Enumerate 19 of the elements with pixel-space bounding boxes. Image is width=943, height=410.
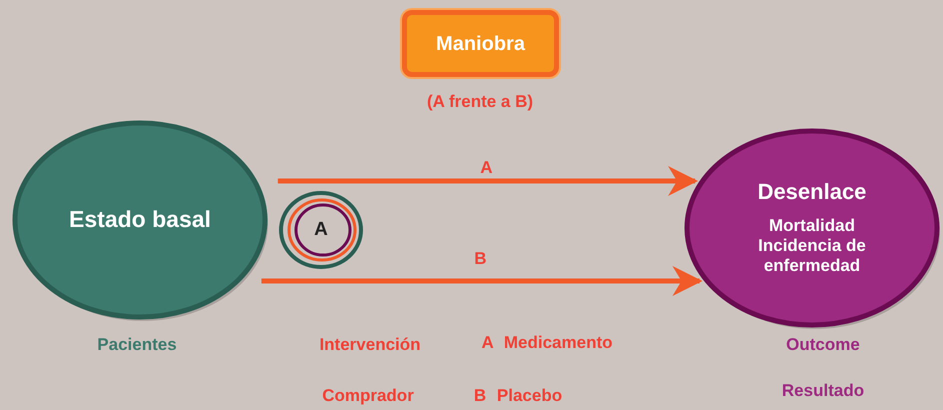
label-text: Pacientes xyxy=(97,335,177,355)
arrow xyxy=(261,266,702,296)
label-text: Resultado xyxy=(782,381,864,401)
arrow xyxy=(278,166,698,196)
label-text: Comprador xyxy=(322,386,414,406)
ellipse-node xyxy=(684,128,940,328)
node-title: Estado basal xyxy=(69,206,211,234)
label-text: B Placebo xyxy=(474,386,562,406)
node-title: Maniobra xyxy=(436,32,525,56)
ellipse-node xyxy=(12,120,268,320)
label-text: Outcome xyxy=(786,335,860,355)
ring-node xyxy=(279,191,363,269)
node-title: Desenlace xyxy=(758,179,866,206)
label-text: Intervención xyxy=(319,335,421,355)
label-text: A Medicamento xyxy=(482,333,612,353)
node-title: A xyxy=(314,218,328,242)
process-box xyxy=(402,10,559,77)
caption-text: (A frente a B) xyxy=(426,92,534,112)
node-text: Mortalidad Incidencia de enfermedad xyxy=(757,216,867,277)
